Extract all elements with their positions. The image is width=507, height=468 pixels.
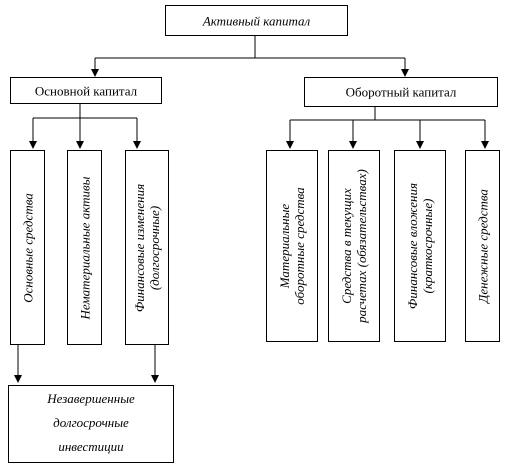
node-fixed-capital: Основной капитал: [10, 77, 162, 104]
intangible-assets-label: Нематериальные активы: [77, 176, 92, 319]
node-current-capital: Оборотный капитал: [304, 77, 498, 107]
material-current-assets-line1: Материальные: [277, 203, 292, 289]
unfinished-line1: Незавершенные: [47, 391, 135, 406]
node-long-term-financial: Финансовые изменения (долгосрочные): [125, 150, 169, 345]
fixed-assets-label: Основные средства: [20, 192, 35, 303]
current-capital-label: Оборотный капитал: [345, 84, 457, 100]
node-unfinished-investments: Незавершенные долгосрочные инвестиции: [8, 385, 174, 463]
root-label: Активный капитал: [202, 13, 311, 28]
material-current-assets-line2: оборотные средства: [292, 187, 307, 305]
node-cash: Денежные средства: [465, 150, 500, 342]
node-short-term-financial: Финансовые вложения (краткосрочные): [394, 150, 446, 342]
current-settlements-line2: расчетах (обязательствах): [354, 169, 369, 323]
root-node-active-capital: Активный капитал: [165, 5, 348, 36]
node-current-settlements: Средства в текущих расчетах (обязательст…: [328, 150, 380, 342]
short-term-financial-line2: (краткосрочные): [420, 198, 435, 294]
unfinished-line3: инвестиции: [58, 439, 124, 454]
unfinished-line2: долгосрочные: [53, 415, 129, 430]
node-intangible-assets: Нематериальные активы: [67, 150, 102, 345]
fixed-capital-label: Основной капитал: [34, 83, 138, 98]
long-term-financial-label-line1: Финансовые изменения: [132, 183, 147, 312]
short-term-financial-line1: Финансовые вложения: [405, 182, 420, 310]
node-material-current-assets: Материальные оборотные средства: [266, 150, 318, 342]
node-fixed-assets: Основные средства: [10, 150, 45, 345]
current-settlements-line1: Средства в текущих: [339, 188, 354, 304]
cash-label: Денежные средства: [475, 189, 490, 303]
long-term-financial-label-line2: (долгосрочные): [147, 205, 162, 290]
